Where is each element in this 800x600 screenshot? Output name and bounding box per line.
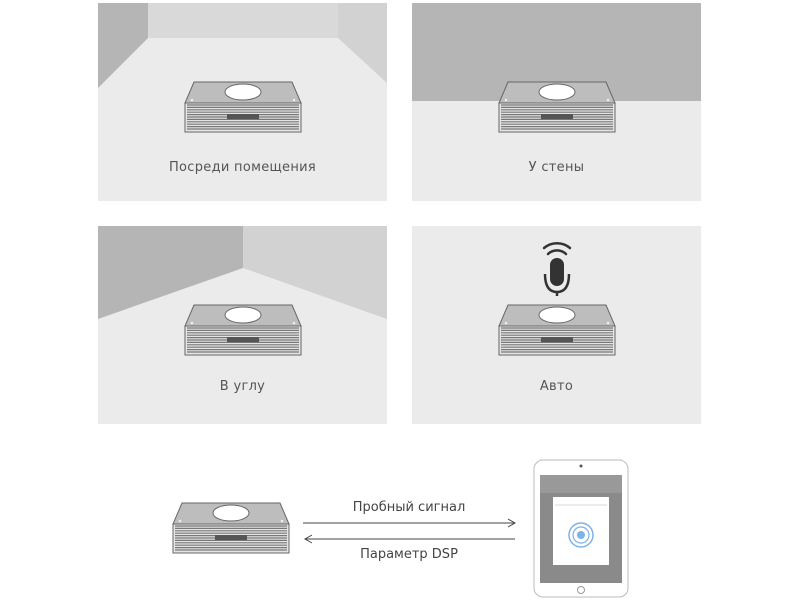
placement-corner-panel: В углу — [98, 226, 387, 424]
tablet-icon — [533, 459, 629, 598]
test-signal-label: Пробный сигнал — [352, 500, 466, 515]
speaker-device — [184, 81, 302, 133]
speaker-device — [172, 502, 290, 554]
placement-label: В углу — [219, 379, 266, 394]
speaker-device — [498, 81, 616, 133]
microphone-icon — [542, 241, 572, 296]
placement-label: Авто — [539, 379, 574, 394]
placement-auto-panel: Авто — [412, 226, 701, 424]
dsp-param-label: Параметр DSP — [360, 547, 458, 562]
speaker-device — [184, 304, 302, 356]
placement-label: У стены — [528, 160, 585, 175]
placement-wall-panel: У стены — [412, 3, 701, 201]
arrows-icon — [303, 518, 517, 544]
room-walls — [98, 226, 387, 319]
room-walls — [98, 3, 387, 88]
speaker-device — [498, 304, 616, 356]
placement-label: Посреди помещения — [168, 160, 317, 175]
placement-middle-panel: Посреди помещения — [98, 3, 387, 201]
